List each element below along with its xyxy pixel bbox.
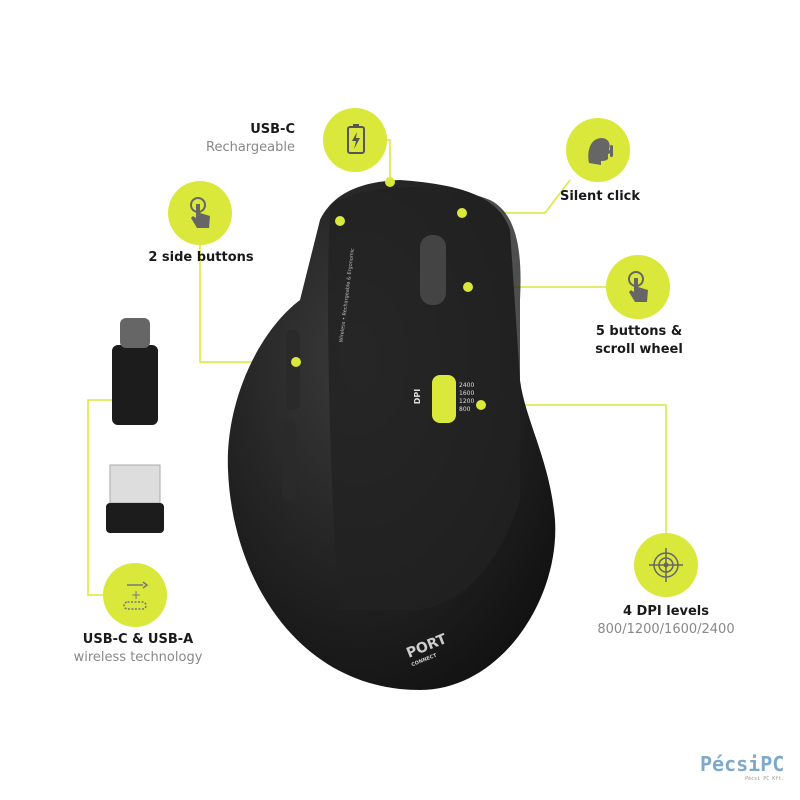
- feature-buttons: 5 buttons & scroll wheel: [595, 323, 683, 359]
- dpi-level: 800: [459, 406, 471, 413]
- feature-title: USB-C: [250, 122, 295, 137]
- dpi-level: 1200: [459, 398, 475, 405]
- watermark-name: PécsiPC: [700, 752, 785, 776]
- feature-subtitle: wireless technology: [73, 650, 203, 665]
- svg-text:+: +: [131, 588, 141, 602]
- battery-charging-icon: [323, 108, 387, 172]
- usb-icon: +: [103, 563, 167, 627]
- feature-usbc: USB-C Rechargeable: [206, 121, 295, 157]
- watermark-sub: Pécsi PC Kft.: [745, 776, 785, 782]
- feature-subtitle: Rechargeable: [206, 140, 295, 155]
- finger-tap-icon: [606, 255, 670, 319]
- silent-face-icon: [566, 118, 630, 182]
- watermark-logo: PécsiPC Pécsi PC Kft.: [700, 752, 784, 782]
- usb-c-dongle: [112, 345, 158, 425]
- mouse-top-panel: [328, 187, 521, 610]
- feature-title: scroll wheel: [595, 342, 683, 357]
- feature-dpi: 4 DPI levels 800/1200/1600/2400: [597, 603, 734, 639]
- feature-title: 4 DPI levels: [622, 604, 709, 619]
- feature-title: 5 buttons &: [595, 324, 683, 339]
- feature-title: USB-C & USB-A: [82, 632, 194, 647]
- usb-a-dongle: [109, 464, 161, 504]
- dpi-button: [432, 375, 456, 423]
- feature-silent: Silent click: [559, 189, 641, 204]
- dpi-level: 2400: [459, 382, 475, 389]
- dpi-label: DPI: [413, 388, 423, 405]
- dpi-levels: 2400 1600 1200 800: [459, 382, 474, 414]
- dpi-level: 1600: [459, 390, 475, 397]
- side-button: [286, 330, 300, 410]
- finger-tap-icon: [168, 181, 232, 245]
- target-icon: [634, 533, 698, 597]
- scroll-wheel: [420, 235, 446, 305]
- side-button: [282, 420, 296, 500]
- feature-side: 2 side buttons: [148, 250, 254, 265]
- feature-wireless: USB-C & USB-A wireless technology: [74, 631, 203, 667]
- feature-subtitle: 800/1200/1600/2400: [597, 622, 735, 637]
